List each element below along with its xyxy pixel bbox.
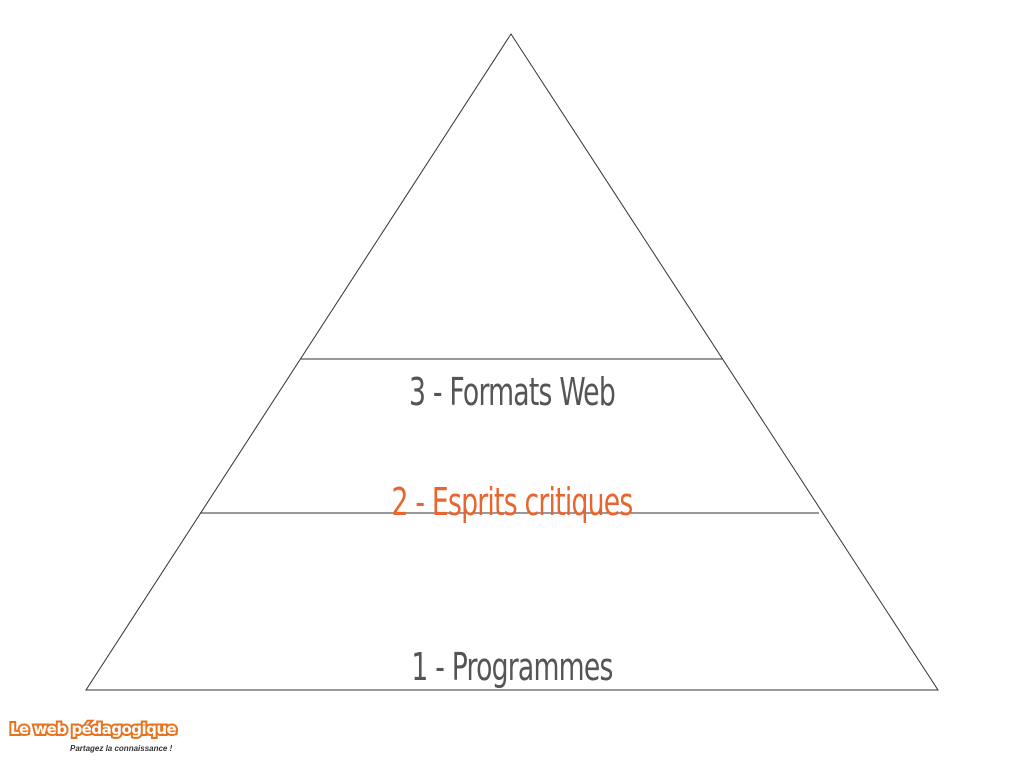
tier-label-programmes: 1 - Programmes — [411, 645, 613, 689]
logo-wordmark: Le web pédagogique — [8, 720, 179, 739]
le-web-pedagogique-logo: Le web pédagogique Partagez la connaissa… — [8, 720, 200, 758]
tier-label-esprits-critiques: 2 - Esprits critiques — [391, 480, 633, 524]
tier-label-formats-web: 3 - Formats Web — [409, 370, 616, 414]
logo-tagline: Partagez la connaissance ! — [70, 744, 173, 753]
pyramid-outline — [85, 33, 939, 691]
